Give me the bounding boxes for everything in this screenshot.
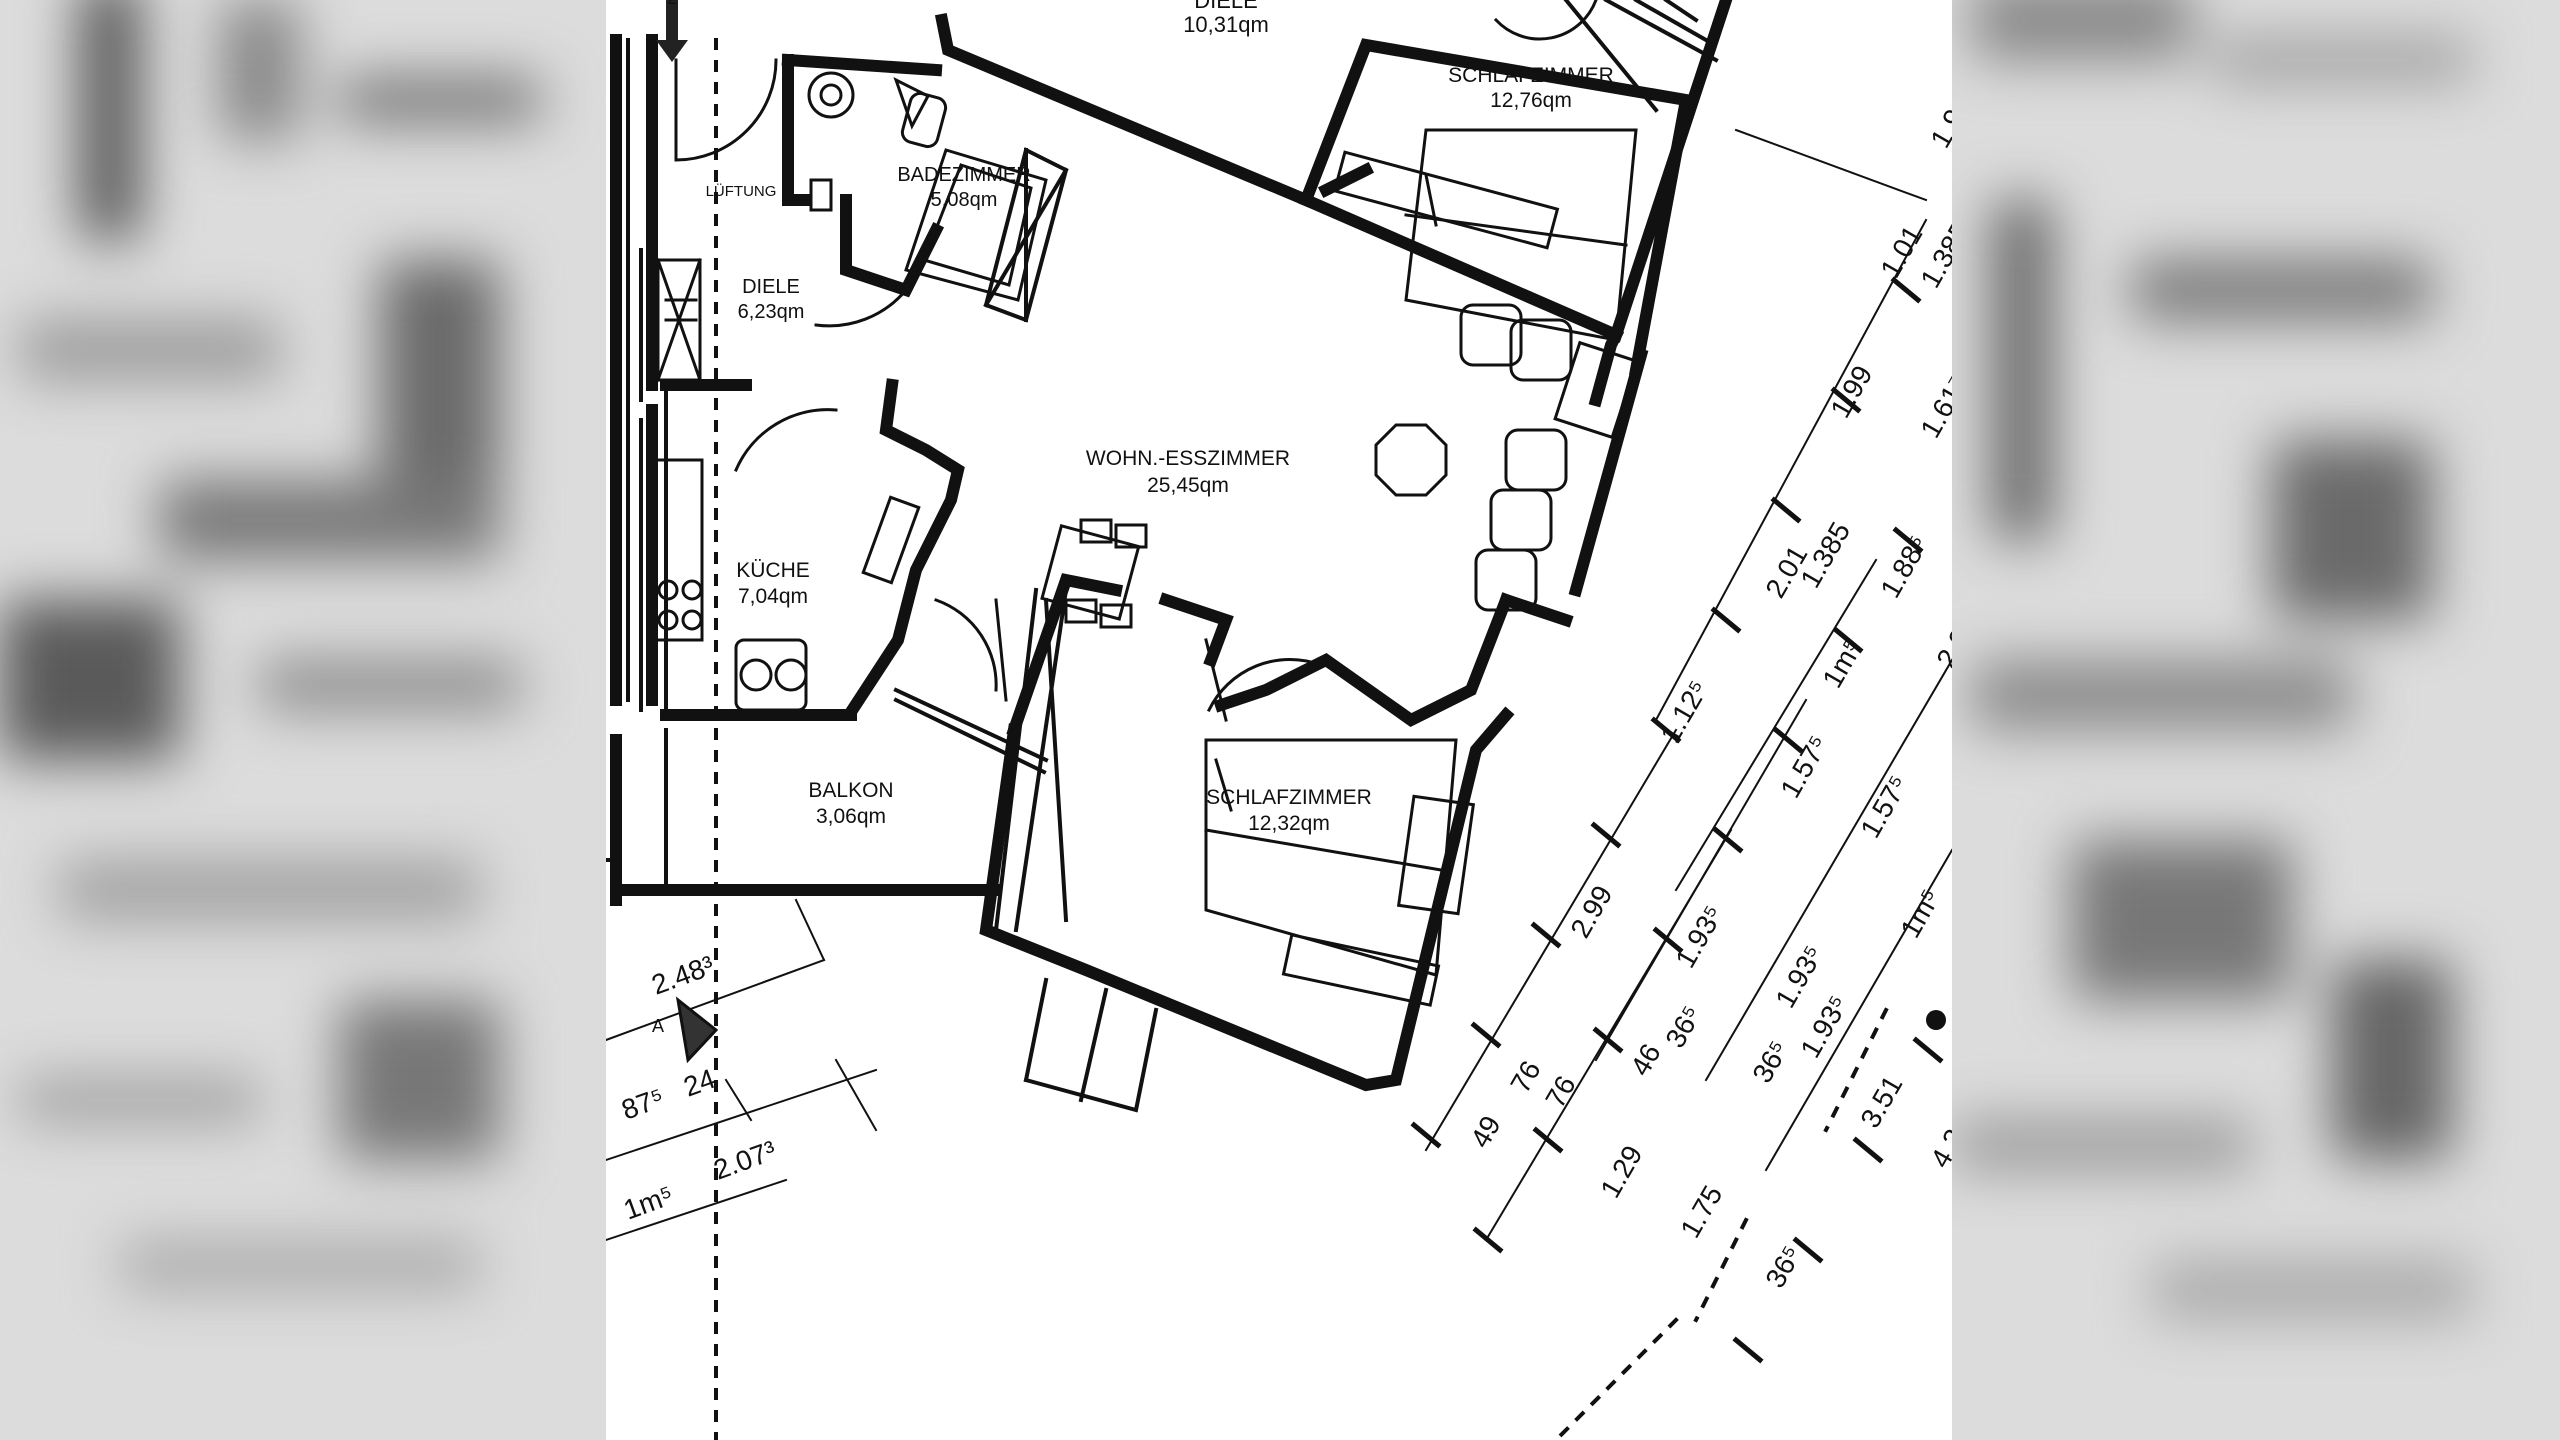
room-name-schlafzimmer-1: SCHLAFZIMMER [1448, 64, 1614, 87]
room-name-diele: DIELE [742, 276, 800, 298]
dim-label: 36⁵ [1759, 1240, 1807, 1293]
dim-label: 36⁵ [1746, 1035, 1794, 1088]
room-name-wohn-esszimmer: WOHN.-ESSZIMMER [1086, 447, 1290, 470]
dim-label: 1m⁵ [1816, 634, 1868, 693]
dim-label: 1.57⁵ [1774, 730, 1834, 803]
dim-label: 1.57⁵ [1854, 770, 1914, 843]
dim-label: 2.07³ [709, 1135, 780, 1186]
dim-label: 4.24 [1924, 1110, 1952, 1173]
room-name-schlafzimmer-2: SCHLAFZIMMER [1206, 786, 1372, 809]
room-area-badezimmer: 5,08qm [931, 189, 998, 211]
dim-label: 76 [1504, 1056, 1546, 1098]
doors [674, 0, 1598, 722]
dim-label: 46 [1624, 1039, 1666, 1081]
entry-number: 2 [667, 0, 677, 8]
dimension-labels: 2.48³ 87⁵ 24 2.07³ 1m⁵ 49 76 76 2.99 1.2… [617, 104, 1952, 1293]
dim-label: 1.99 [1824, 360, 1878, 423]
dim-label: 1.385 [1914, 217, 1952, 293]
dim-label: 2.99 [1564, 880, 1618, 943]
floor-plan: DIELE 10,31qm SCHLAFZIMMER 12,76qm BADEZ… [606, 0, 1952, 1440]
floor-plan-drawing: DIELE 10,31qm SCHLAFZIMMER 12,76qm BADEZ… [606, 0, 1952, 1440]
dim-label: 1.9 [1924, 104, 1952, 153]
dim-label: 1.75 [1674, 1180, 1728, 1243]
dim-label: 1.12⁵ [1654, 675, 1714, 748]
section-marker [656, 0, 1946, 1064]
room-name-diele-top: DIELE [1194, 0, 1258, 13]
room-area-diele: 6,23qm [738, 301, 805, 323]
dim-label: 1.29 [1594, 1140, 1648, 1203]
room-area-wohn-esszimmer: 25,45qm [1147, 474, 1229, 497]
walls [610, 0, 1733, 1092]
room-labels: DIELE 10,31qm SCHLAFZIMMER 12,76qm BADEZ… [652, 0, 1614, 1036]
dim-label: 76 [1539, 1071, 1581, 1113]
blurred-background-left [0, 0, 606, 1440]
dim-label: 1.93⁵ [1794, 990, 1854, 1063]
section-letter: A [652, 1016, 664, 1036]
dim-label: 1.93⁵ [1669, 900, 1729, 973]
axis-lines [714, 38, 1889, 1440]
dim-label: 1.88⁵ [1874, 530, 1934, 603]
thin-lines [606, 0, 1719, 1113]
room-area-diele-top: 10,31qm [1183, 12, 1269, 37]
room-name-balkon: BALKON [808, 779, 893, 802]
dim-label: 24 [679, 1063, 719, 1103]
room-area-schlafzimmer-1: 12,76qm [1490, 89, 1572, 112]
dim-label: 2.00 [1930, 610, 1952, 673]
dim-label: 1.61⁷⁵ [1914, 361, 1952, 443]
room-area-balkon: 3,06qm [816, 805, 886, 828]
blurred-background-right [1952, 0, 2560, 1440]
dim-label: 2.48³ [647, 950, 718, 1001]
room-name-kueche: KÜCHE [736, 559, 810, 582]
dim-label: 87⁵ [617, 1082, 668, 1126]
furniture [652, 71, 1639, 1007]
dim-label: 3.51 [1854, 1070, 1908, 1133]
room-area-schlafzimmer-2: 12,32qm [1248, 812, 1330, 835]
dimension-ticks [1410, 276, 1944, 1364]
room-name-badezimmer: BADEZIMMER [897, 164, 1030, 186]
dim-label: 36⁵ [1659, 1000, 1707, 1053]
room-area-kueche: 7,04qm [738, 585, 808, 608]
room-name-lueftung: LÜFTUNG [706, 182, 777, 200]
dim-label: 49 [1464, 1111, 1506, 1153]
